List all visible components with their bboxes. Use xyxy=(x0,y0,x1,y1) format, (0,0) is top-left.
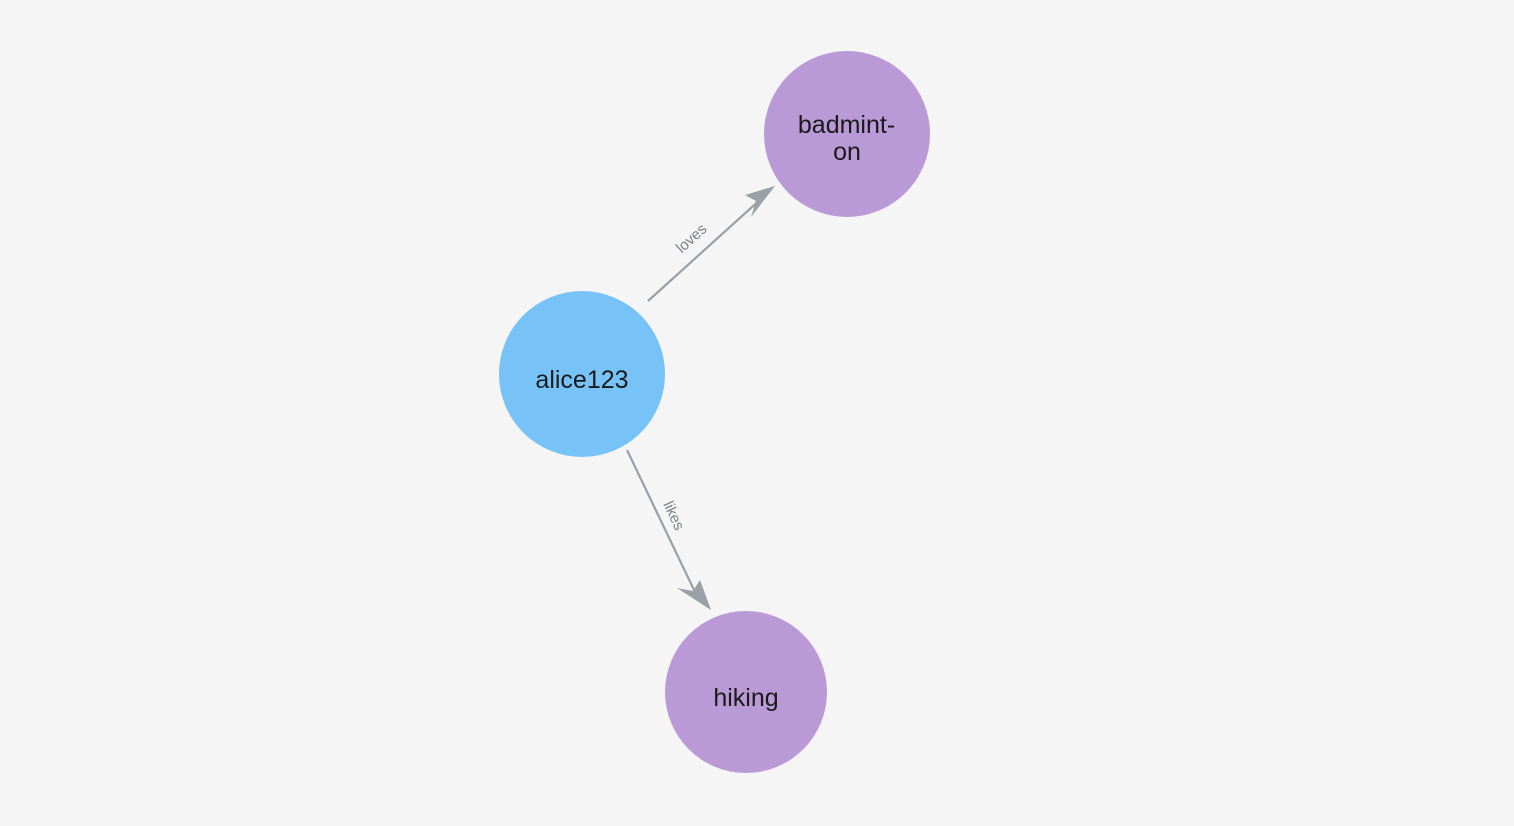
edge-line xyxy=(626,449,696,593)
node-shape[interactable] xyxy=(665,611,827,773)
node-alice123[interactable]: alice123 xyxy=(499,291,665,457)
node-badminton[interactable]: badmint- on xyxy=(764,51,930,217)
arrowhead-icon xyxy=(745,186,775,217)
node-hiking[interactable]: hiking xyxy=(665,611,827,773)
node-label: hiking xyxy=(713,684,778,712)
edge-alice123-loves-badminton[interactable]: loves xyxy=(647,186,775,302)
node-label-line: badmint- xyxy=(798,111,895,139)
edge-alice123-likes-hiking[interactable]: likes xyxy=(626,449,711,610)
node-label: badmint- on xyxy=(798,111,902,166)
arrowhead-icon xyxy=(677,580,711,610)
node-label-line: alice123 xyxy=(535,366,628,394)
edge-label: loves xyxy=(673,221,710,257)
node-layer: alice123 badmint- on hiking xyxy=(499,51,930,773)
node-label-line: on xyxy=(833,138,861,166)
node-shape[interactable] xyxy=(499,291,665,457)
node-shape[interactable] xyxy=(764,51,930,217)
edge-line xyxy=(647,197,763,302)
node-label: alice123 xyxy=(535,366,628,394)
node-label-line: hiking xyxy=(713,684,778,712)
